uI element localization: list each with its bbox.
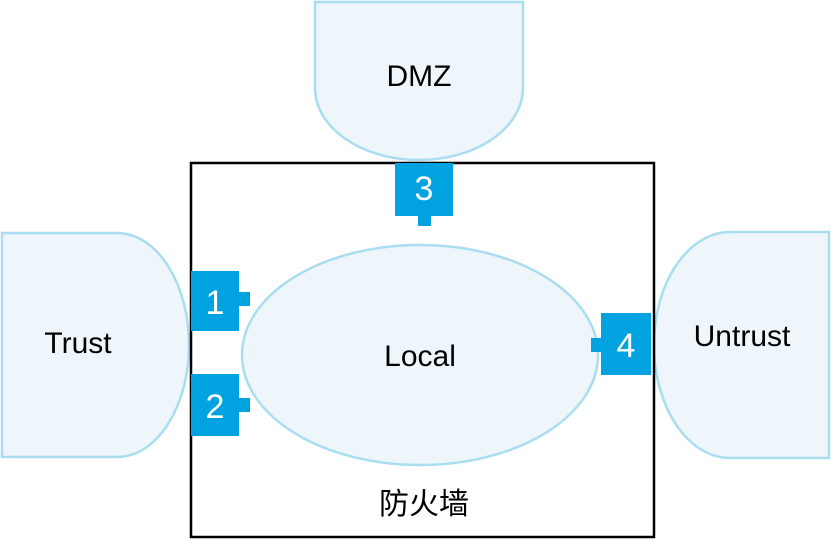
- port-2-connector: [238, 398, 250, 412]
- untrust-label: Untrust: [694, 320, 791, 353]
- trust-zone: [0, 231, 191, 459]
- port-1: 1: [191, 271, 250, 331]
- port-2-box: [191, 374, 239, 436]
- port-2-number: 2: [206, 388, 225, 426]
- port-3-number: 3: [415, 170, 434, 208]
- port-1-number: 1: [206, 284, 225, 322]
- port-4-connector: [591, 338, 603, 352]
- local-label: Local: [384, 340, 456, 373]
- port-1-box: [191, 271, 239, 331]
- port-3: 3: [395, 163, 453, 226]
- port-4-box: [601, 313, 651, 375]
- dmz-zone: [313, 0, 525, 162]
- port-3-connector: [418, 215, 431, 226]
- firewall-label: 防火墙: [379, 487, 469, 522]
- local-zone: [240, 243, 600, 467]
- port-3-box: [395, 163, 453, 216]
- trust-label: Trust: [44, 327, 112, 360]
- port-4: 4: [591, 313, 651, 375]
- port-4-number: 4: [617, 327, 636, 365]
- port-2: 2: [191, 374, 250, 436]
- port-1-connector: [238, 292, 250, 306]
- dmz-label: DMZ: [387, 60, 452, 93]
